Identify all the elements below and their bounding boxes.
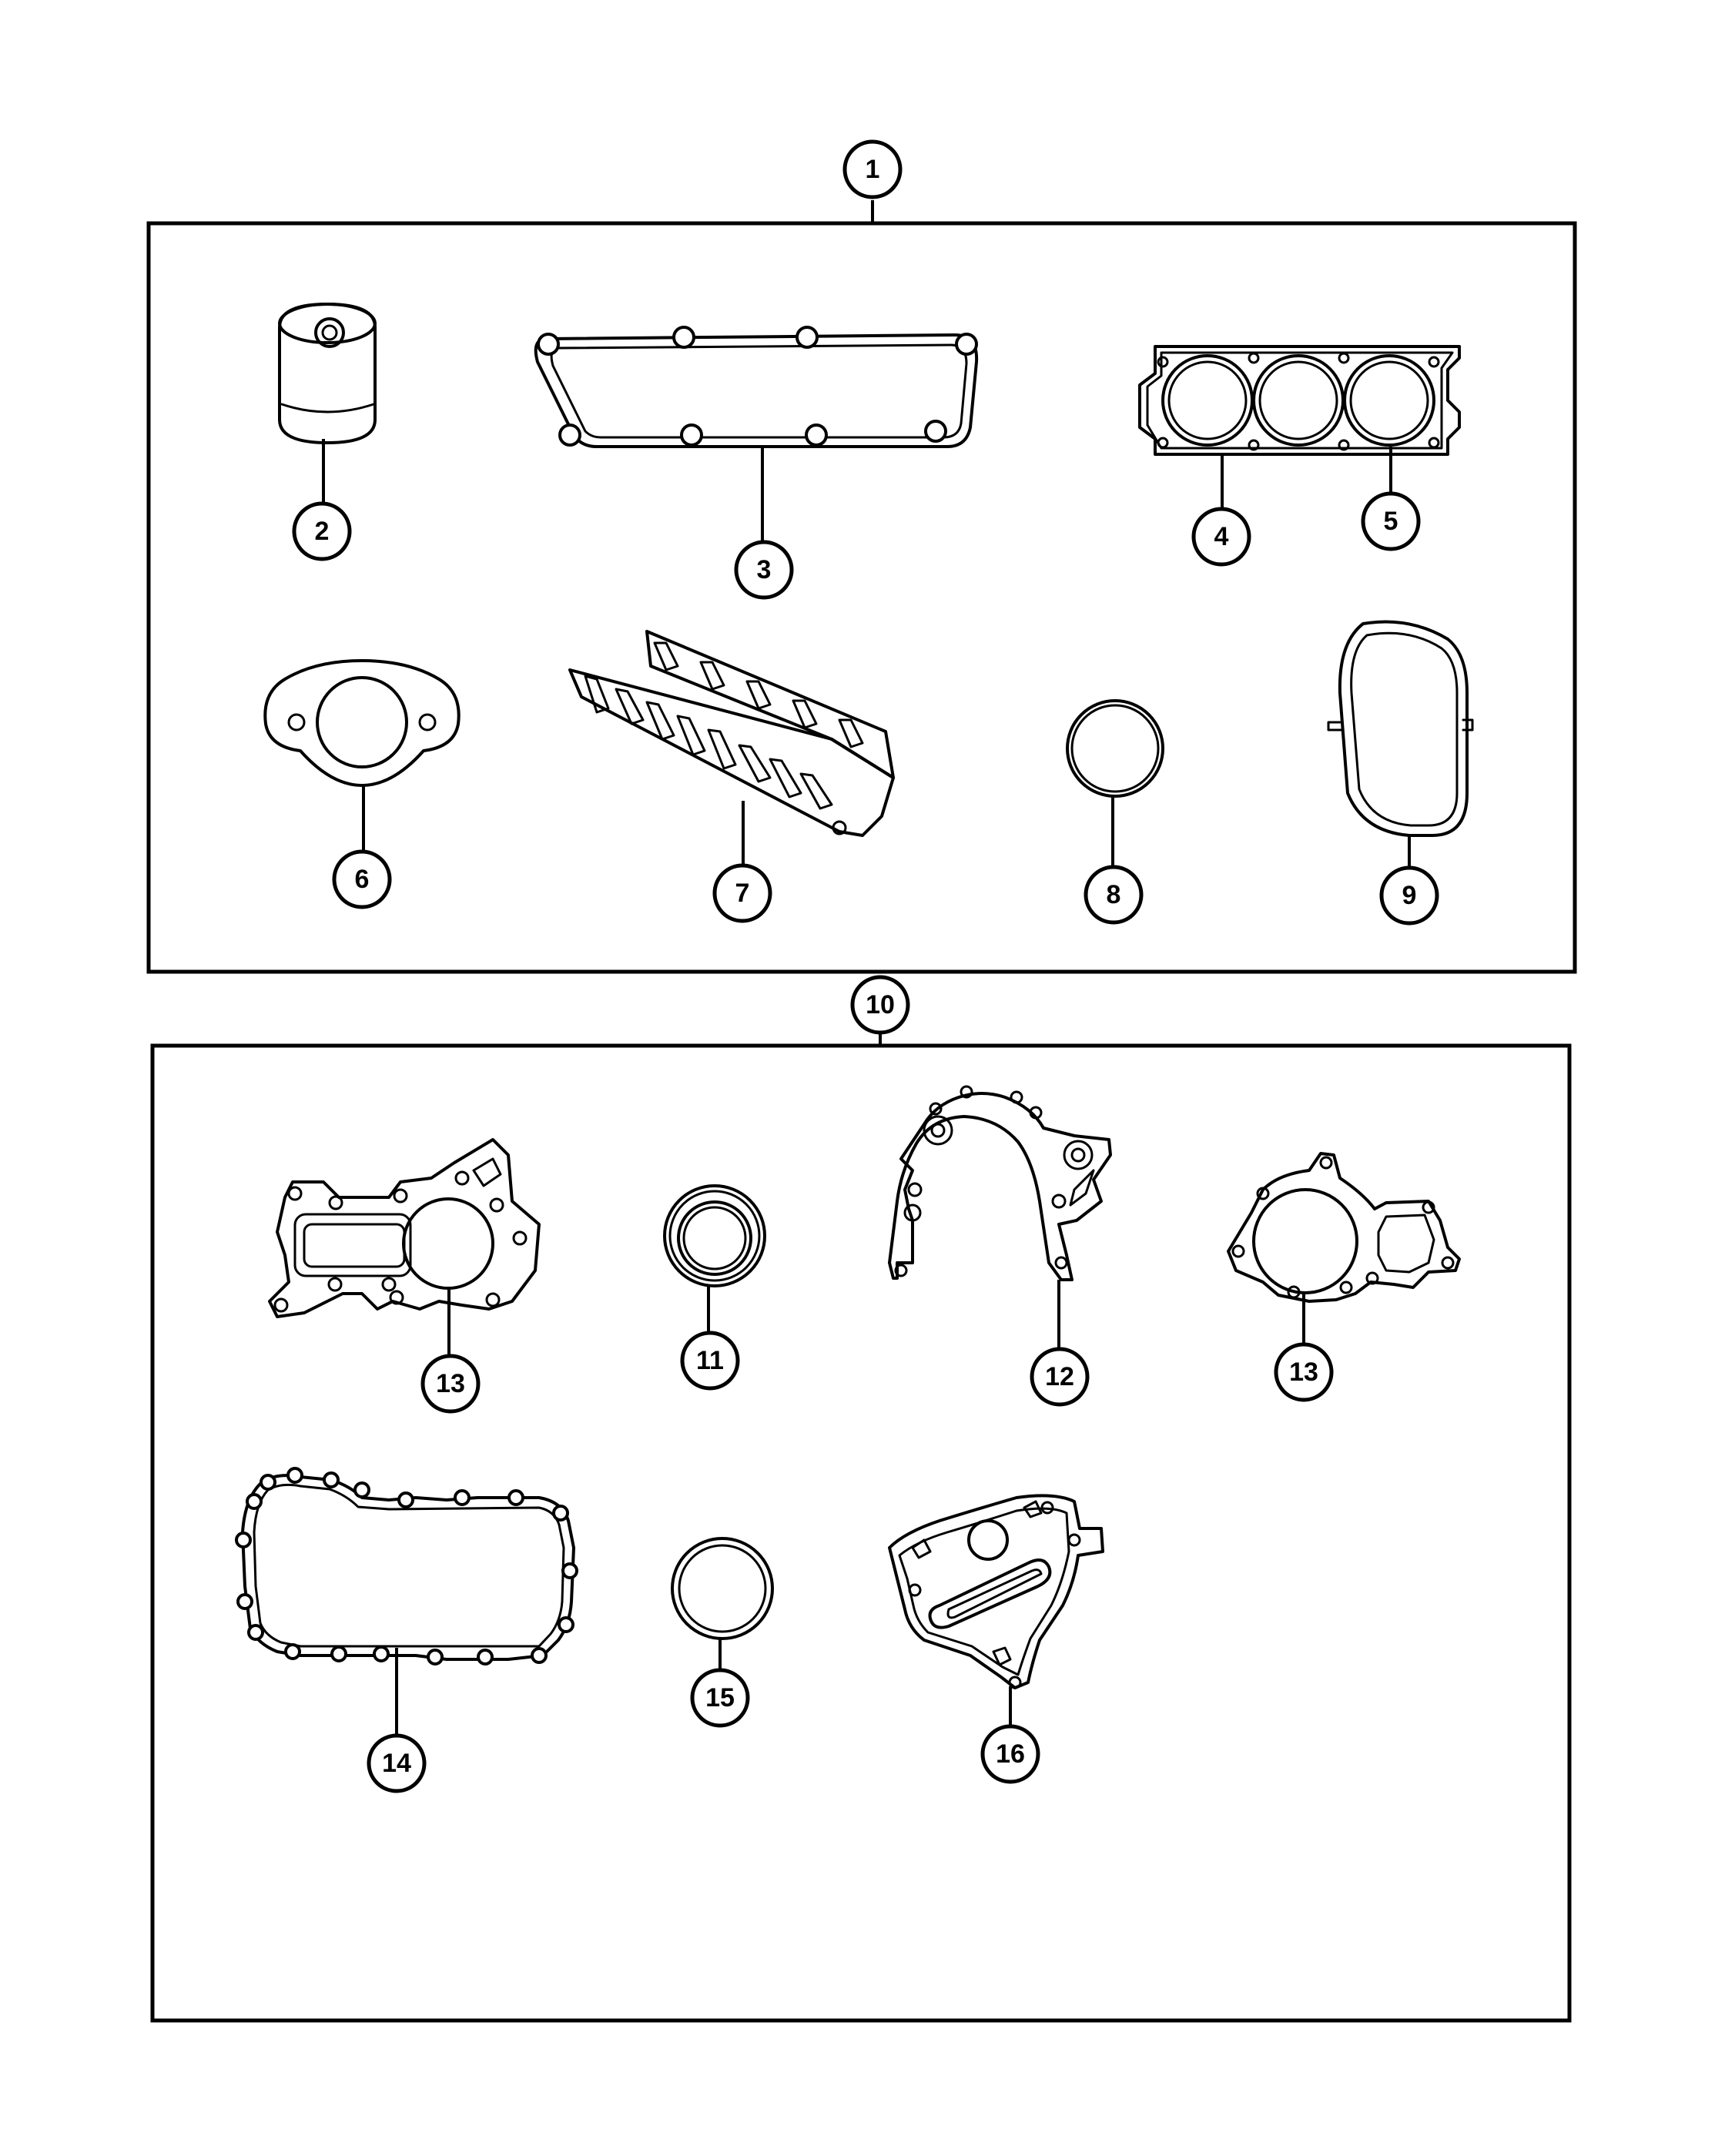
callout-14[interactable]: 14	[367, 1733, 427, 1793]
oil-filter-part	[278, 302, 377, 445]
callout-5[interactable]: 5	[1361, 491, 1421, 551]
callout-4-label: 4	[1214, 522, 1229, 551]
callout-7-label: 7	[735, 879, 750, 908]
rear-seal-ring-part	[671, 1537, 774, 1640]
callout-15-label: 15	[705, 1683, 735, 1712]
callout-1[interactable]: 1	[842, 139, 903, 199]
callout-3[interactable]: 3	[734, 540, 794, 600]
callout-7[interactable]: 7	[712, 863, 772, 923]
callout-16[interactable]: 16	[980, 1724, 1040, 1784]
throttle-body-gasket-part	[1327, 620, 1474, 837]
upper-kit-frame	[146, 221, 1577, 974]
callout-12-label: 12	[1045, 1362, 1074, 1391]
oil-pump-gasket-part	[888, 1494, 1104, 1689]
callout-10-label: 10	[866, 990, 895, 1019]
water-pump-gasket-right-part	[1227, 1152, 1461, 1303]
callout-16-label: 16	[996, 1739, 1025, 1769]
o-ring-part	[1066, 699, 1164, 798]
cylinder-head-gasket-part	[1138, 345, 1461, 456]
callout-11[interactable]: 11	[680, 1331, 740, 1391]
callout-11-label: 11	[696, 1346, 724, 1375]
callout-2[interactable]: 2	[292, 501, 352, 561]
callout-8[interactable]: 8	[1084, 865, 1144, 925]
callout-1-label: 1	[866, 155, 880, 184]
callout-13-right[interactable]: 13	[1274, 1342, 1334, 1402]
callout-13-right-label: 13	[1289, 1358, 1318, 1387]
callout-4[interactable]: 4	[1191, 507, 1251, 567]
callout-9[interactable]: 9	[1379, 865, 1439, 926]
exhaust-flange-gasket-part	[263, 659, 461, 787]
front-crankshaft-seal-part	[663, 1184, 766, 1287]
callout-14-label: 14	[382, 1749, 411, 1778]
callout-6-label: 6	[355, 865, 370, 894]
callout-13-left-label: 13	[436, 1369, 465, 1398]
callout-5-label: 5	[1384, 507, 1398, 536]
upper-kit-group: 1 2 3	[146, 139, 1577, 974]
callout-9-label: 9	[1402, 881, 1417, 910]
callout-8-label: 8	[1107, 880, 1121, 909]
callout-13-left[interactable]: 13	[420, 1354, 481, 1414]
callout-6[interactable]: 6	[332, 849, 392, 909]
callout-3-label: 3	[757, 555, 772, 584]
oil-pan-gasket-part	[235, 1467, 578, 1666]
lower-kit-group: 10 13	[150, 975, 1572, 2023]
callout-10[interactable]: 10	[850, 975, 910, 1035]
callout-12[interactable]: 12	[1030, 1347, 1090, 1407]
valve-cover-gasket-part	[534, 326, 979, 448]
lower-kit-frame	[150, 1043, 1572, 2023]
timing-cover-gasket-part	[888, 1085, 1112, 1281]
water-pump-gasket-left-part	[268, 1138, 541, 1318]
callout-2-label: 2	[315, 517, 330, 546]
callout-15[interactable]: 15	[690, 1668, 750, 1728]
intake-manifold-gasket-part	[568, 630, 895, 837]
